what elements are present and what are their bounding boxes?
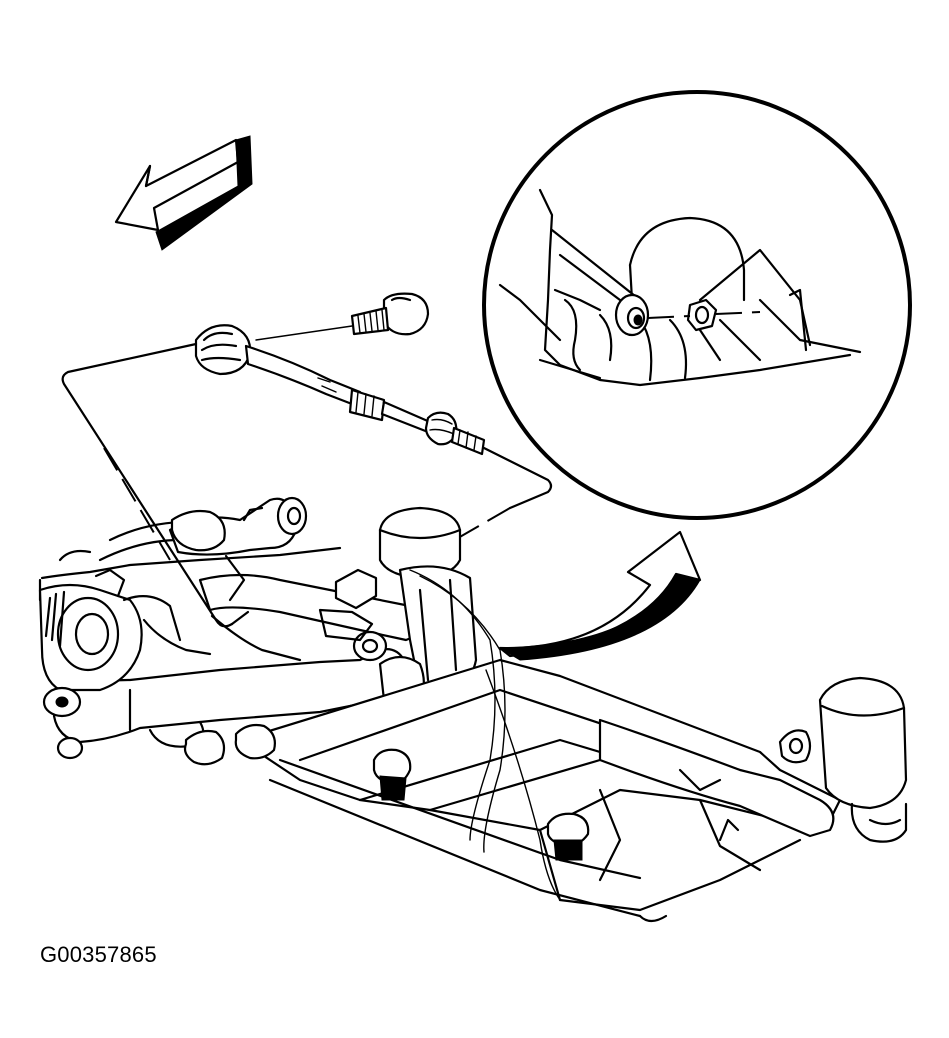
- callout-arrow-icon: [498, 530, 702, 661]
- suspension-assembly: [38, 496, 908, 923]
- detail-inset: [482, 90, 912, 520]
- inset-nut: [686, 298, 718, 332]
- inset-bushing: [614, 293, 650, 337]
- stabilizer-link: [194, 324, 486, 456]
- mounting-bolt: [350, 292, 430, 336]
- figure-id-label: G00357865: [40, 942, 157, 967]
- direction-arrow-icon: [114, 135, 253, 251]
